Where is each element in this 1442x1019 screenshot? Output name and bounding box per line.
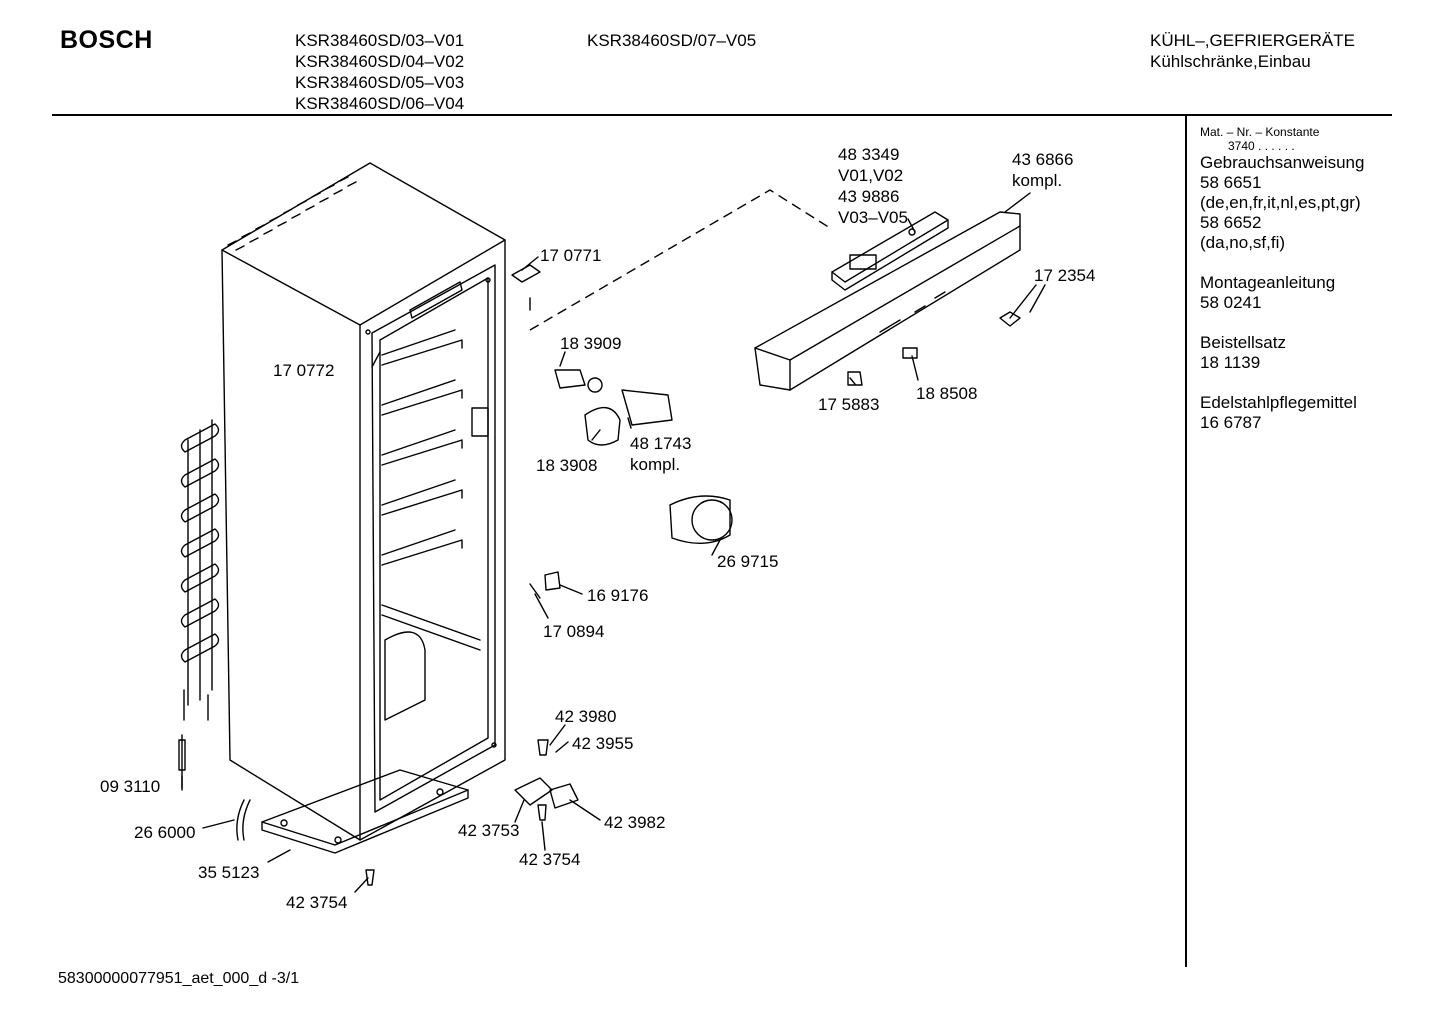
door-switch: [847, 371, 863, 386]
model-number: KSR38460SD/03–V01: [295, 31, 465, 50]
manual-number: 58 6651: [1200, 173, 1262, 192]
lamp-cover: [621, 389, 673, 426]
hinge-bolt: [537, 739, 549, 756]
part-label: 17 0771: [540, 246, 601, 265]
part-label: 26 9715: [717, 552, 778, 571]
part-labels: 48 3349 V01,V02 43 9886 V03–V05 43 6866 …: [100, 145, 1095, 912]
document-id: 58300000077951_aet_000_d -3/1: [58, 970, 300, 987]
part-label: 42 3754: [519, 850, 580, 869]
mat-value: 3740 . . . . . .: [1228, 139, 1295, 153]
set-number: 18 1139: [1200, 353, 1261, 372]
set-title: Beistellsatz: [1200, 333, 1286, 352]
category-subtitle: Kühlschränke,Einbau: [1150, 52, 1311, 71]
part-label: 17 5883: [818, 395, 879, 414]
condenser-coil: [180, 419, 220, 721]
manual-languages: (da,no,sf,fi): [1200, 233, 1286, 252]
hinge-clip: [511, 264, 541, 311]
manual-title: Gebrauchsanweisung: [1200, 153, 1365, 172]
model-list-right: KSR38460SD/07–V05: [587, 30, 756, 51]
part-label: 18 3908: [536, 456, 597, 475]
part-label: 26 6000: [134, 823, 195, 842]
manual-languages: (de,en,fr,it,nl,es,pt,gr): [1200, 193, 1361, 212]
part-label: 48 3349: [838, 145, 899, 164]
mat-label: Mat. – Nr. – Konstante: [1200, 125, 1320, 139]
part-label: 18 8508: [916, 384, 977, 403]
part-label: 17 0772: [273, 361, 334, 380]
screw: [365, 869, 375, 886]
model-number: KSR38460SD/05–V03: [295, 73, 465, 92]
part-note: kompl.: [1012, 171, 1062, 190]
category-title: KÜHL–,GEFRIERGERÄTE: [1150, 31, 1355, 50]
fan-grille: [691, 499, 733, 541]
refrigerator-cabinet: [221, 162, 506, 841]
light-ring: [587, 377, 603, 393]
part-label: 18 3909: [560, 334, 621, 353]
lamp-diffuser: [584, 407, 621, 446]
hinge-cover: [549, 783, 579, 809]
drain-tube: [236, 799, 251, 841]
light-socket: [554, 369, 586, 389]
fan-unit: [669, 495, 731, 544]
clip-part: [529, 571, 561, 599]
part-label: 35 5123: [198, 863, 259, 882]
part-label: 17 2354: [1034, 266, 1095, 285]
model-number: KSR38460SD/04–V02: [295, 52, 465, 71]
part-variant: V01,V02: [838, 166, 903, 185]
part-label: 43 9886: [838, 187, 899, 206]
leader-lines: [181, 192, 1046, 893]
part-label: 48 1743: [630, 434, 691, 453]
brand-logo: BOSCH: [60, 26, 153, 54]
part-label: 16 9176: [587, 586, 648, 605]
install-title: Montageanleitung: [1200, 273, 1336, 292]
care-number: 16 6787: [1200, 413, 1262, 432]
part-label: 43 6866: [1012, 150, 1073, 169]
install-number: 58 0241: [1200, 293, 1262, 312]
part-note: kompl.: [630, 455, 680, 474]
hinge-screw: [537, 804, 547, 821]
model-list-left: KSR38460SD/03–V01 KSR38460SD/04–V02 KSR3…: [295, 30, 464, 114]
part-label: 17 0894: [543, 622, 604, 641]
care-title: Edelstahlpflegemittel: [1200, 393, 1357, 412]
accessories-sidebar: Mat. – Nr. – Konstante 3740 . . . . . . …: [1200, 125, 1364, 433]
switch-knob: [999, 311, 1021, 327]
base-plate: [261, 769, 469, 854]
header-divider: [52, 114, 1392, 116]
part-label: 42 3753: [458, 821, 519, 840]
part-label: 09 3110: [100, 777, 160, 796]
manual-number: 58 6652: [1200, 213, 1262, 232]
assembly-connector-line: [529, 189, 831, 331]
model-number: KSR38460SD/06–V04: [295, 94, 465, 113]
part-variant: V03–V05: [838, 208, 908, 227]
electronics-module: [831, 211, 949, 291]
part-label: 42 3754: [286, 893, 347, 912]
hinge-bracket: [514, 777, 553, 806]
sidebar-divider: [1185, 115, 1187, 967]
model-number: KSR38460SD/07–V05: [587, 31, 757, 50]
product-category: KÜHL–,GEFRIERGERÄTE Kühlschränke,Einbau: [1150, 30, 1355, 72]
part-label: 42 3955: [572, 734, 633, 753]
control-panel: [754, 211, 1021, 391]
part-label: 42 3982: [604, 813, 665, 832]
part-label: 42 3980: [555, 707, 616, 726]
